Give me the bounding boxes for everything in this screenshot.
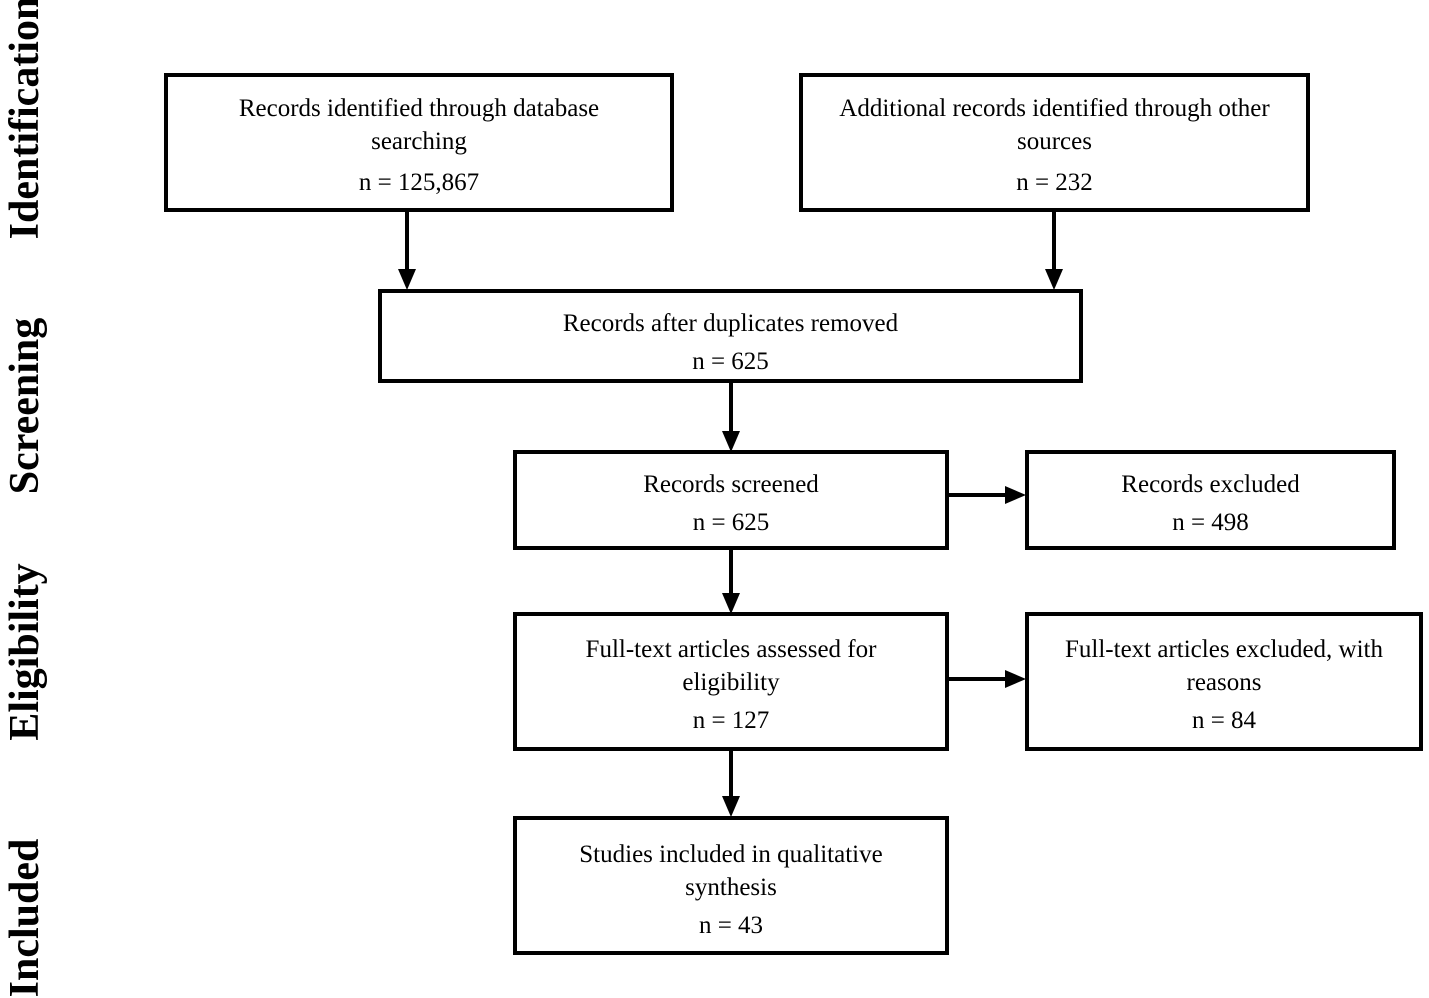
arrowhead-other [1045, 269, 1063, 290]
box-fulltext-excluded-count: n = 84 [1191, 707, 1257, 734]
arrowhead-fulltext-excluded [1005, 670, 1026, 688]
arrowhead-fulltext [722, 593, 740, 614]
box-records-excluded: Records excluded n = 498 [1025, 450, 1396, 550]
box-other-sources: Additional records identified through ot… [799, 73, 1310, 212]
box-records-excluded-text: Records excluded [1121, 471, 1300, 498]
box-studies-included: Studies included in qualitative synthesi… [513, 816, 949, 955]
box-duplicates-removed: Records after duplicates removed n = 625 [378, 289, 1083, 383]
box-fulltext-assessed: Full-text articles assessed for eligibil… [513, 612, 949, 751]
box-database-search: Records identified through database sear… [164, 73, 674, 212]
box-studies-included-text: Studies included in qualitative synthesi… [579, 841, 883, 901]
box-other-sources-text: Additional records identified through ot… [839, 95, 1270, 155]
box-fulltext-assessed-text: Full-text articles assessed for eligibil… [585, 636, 877, 696]
box-duplicates-removed-text: Records after duplicates removed [562, 310, 899, 337]
box-records-excluded-count: n = 498 [1172, 509, 1249, 536]
arrowhead-included [722, 796, 740, 817]
box-studies-included-count: n = 43 [698, 912, 764, 939]
box-records-screened: Records screened n = 625 [513, 450, 949, 550]
arrowhead-db [398, 269, 416, 290]
box-fulltext-excluded-text: Full-text articles excluded, with reason… [1065, 636, 1383, 696]
box-other-sources-count: n = 232 [1016, 169, 1093, 196]
box-database-search-text: Records identified through database sear… [238, 95, 600, 155]
box-records-screened-count: n = 625 [692, 509, 770, 536]
box-fulltext-excluded: Full-text articles excluded, with reason… [1025, 612, 1423, 751]
arrowhead-screened [722, 431, 740, 452]
arrowhead-excluded [1005, 486, 1026, 504]
box-database-search-count: n = 125,867 [358, 169, 480, 196]
box-records-screened-text: Records screened [643, 471, 819, 498]
box-duplicates-removed-count: n = 625 [692, 348, 769, 375]
box-fulltext-assessed-count: n = 127 [692, 707, 770, 734]
